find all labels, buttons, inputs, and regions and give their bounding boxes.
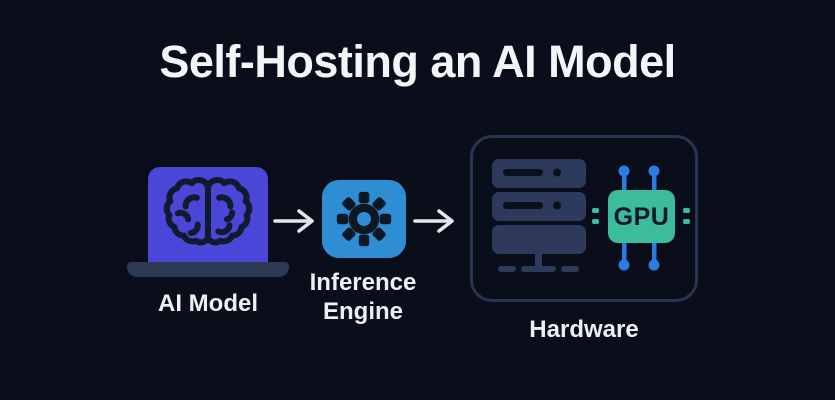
- laptop-base: [127, 262, 289, 277]
- gpu-chip-icon: GPU: [592, 165, 690, 271]
- gpu-side-contacts: [592, 208, 690, 224]
- hardware-label: Hardware: [529, 316, 639, 343]
- server-icon: [492, 159, 586, 272]
- laptop-screen: [148, 167, 268, 262]
- gear-tile: [322, 180, 406, 258]
- gear-icon: [336, 191, 392, 247]
- inference-engine-label: Inference Engine: [309, 269, 417, 325]
- gpu-chip-label: GPU: [614, 203, 670, 231]
- gpu-chip-body: [608, 190, 675, 243]
- arrow-right-icon: [273, 209, 314, 233]
- hardware-box: [470, 135, 698, 302]
- gpu-pins: [618, 165, 660, 271]
- page-title: Self-Hosting an AI Model: [159, 36, 676, 87]
- arrow-right-icon: [413, 209, 454, 233]
- ai-model-label: AI Model: [158, 290, 258, 317]
- brain-icon: [163, 176, 253, 245]
